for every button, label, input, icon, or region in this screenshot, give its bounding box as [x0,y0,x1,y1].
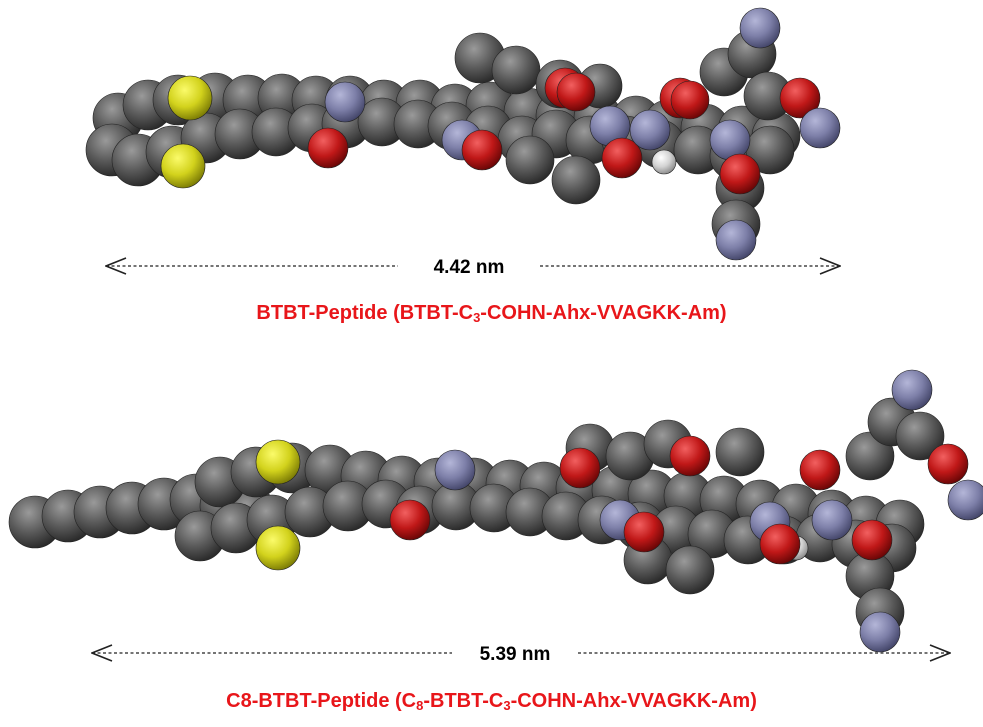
carbon-atom [505,135,555,185]
btbt-peptide-molecule [85,7,841,261]
oxygen-atom [601,137,643,179]
caption-subscript: 3 [473,310,481,325]
nitrogen-atom [324,81,366,123]
nitrogen-atom [629,109,671,151]
oxygen-atom [623,511,665,553]
caption-text: -BTBT-C [423,690,504,712]
oxygen-atom [389,499,431,541]
sulfur-atom [255,439,301,485]
hydrogen-atom [651,149,677,175]
nitrogen-atom [799,107,841,149]
oxygen-atom [670,80,710,120]
oxygen-atom [759,523,801,565]
molecule-1-caption: BTBT-Peptide (BTBT-C3-COHN-Ahx-VVAGKK-Am… [0,302,983,325]
sulfur-atom [160,143,206,189]
caption-text: -COHN-Ahx-VVAGKK-Am) [510,690,757,712]
caption-text: -COHN-Ahx-VVAGKK-Am) [480,302,727,324]
carbon-atom [665,545,715,595]
oxygen-atom [799,449,841,491]
nitrogen-atom [739,7,781,49]
oxygen-atom [851,519,893,561]
caption-text: C8-BTBT-Peptide (C [226,690,417,712]
oxygen-atom [927,443,969,485]
sulfur-atom [255,525,301,571]
nitrogen-atom [859,611,901,653]
oxygen-atom [556,72,596,112]
sulfur-atom [167,75,213,121]
length-dimension-2: 5.39 nm [92,644,950,665]
caption-subscript: 8 [416,698,424,713]
carbon-atom [491,45,541,95]
carbon-atom [715,427,765,477]
c8-btbt-peptide-molecule [8,369,983,653]
carbon-atom [551,155,601,205]
nitrogen-atom [434,449,476,491]
length-dimension-1: 4.42 nm [106,257,840,278]
oxygen-atom [719,153,761,195]
oxygen-atom [779,77,821,119]
nitrogen-atom [715,219,757,261]
nitrogen-atom [891,369,933,411]
molecule-2-caption: C8-BTBT-Peptide (C8-BTBT-C3-COHN-Ahx-VVA… [0,690,983,713]
carbon-atom [895,411,945,461]
nitrogen-atom [709,119,751,161]
nitrogen-atom [947,479,983,521]
oxygen-atom [307,127,349,169]
oxygen-atom [461,129,503,171]
caption-subscript: 3 [503,698,511,713]
caption-text: BTBT-Peptide (BTBT-C [256,302,474,324]
nitrogen-atom [811,499,853,541]
oxygen-atom [559,447,601,489]
length-label-1: 4.42 nm [434,257,505,278]
oxygen-atom [669,435,711,477]
length-label-2: 5.39 nm [480,644,551,665]
